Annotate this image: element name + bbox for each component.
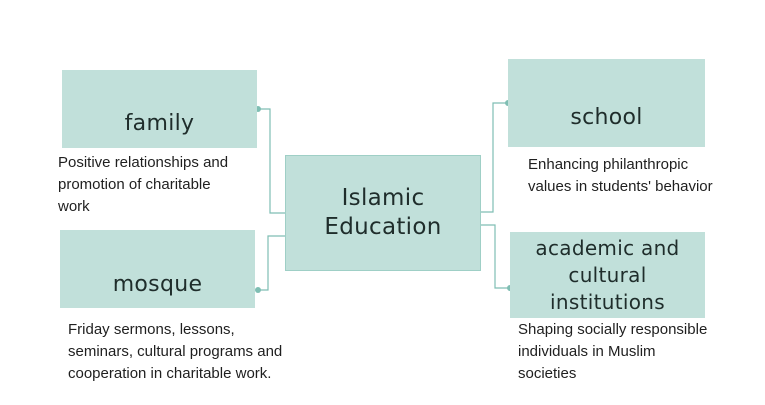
school-description: Enhancing philanthropic values in studen… <box>528 156 713 195</box>
connector-school <box>481 102 508 213</box>
connector-family <box>258 108 285 214</box>
family-label: family <box>124 111 195 136</box>
academic-box: academic and cultural institutions <box>510 232 705 318</box>
academic-label: academic and cultural institutions <box>535 235 680 314</box>
school-box: school <box>508 59 705 147</box>
mosque-box: mosque <box>60 230 255 308</box>
connector-dot-mosque <box>255 287 261 293</box>
academic-description: Shaping socially responsible individuals… <box>518 321 708 382</box>
connector-academic <box>481 224 510 289</box>
mosque-description: Friday sermons, lessons, seminars, cultu… <box>68 321 283 382</box>
family-box: family <box>62 70 257 148</box>
mosque-label: mosque <box>112 272 203 297</box>
connector-mosque <box>258 235 285 291</box>
center-box: Islamic Education <box>285 155 481 271</box>
center-label: Islamic Education <box>324 185 442 240</box>
school-label: school <box>570 105 643 130</box>
family-description: Positive relationships and promotion of … <box>58 154 229 215</box>
